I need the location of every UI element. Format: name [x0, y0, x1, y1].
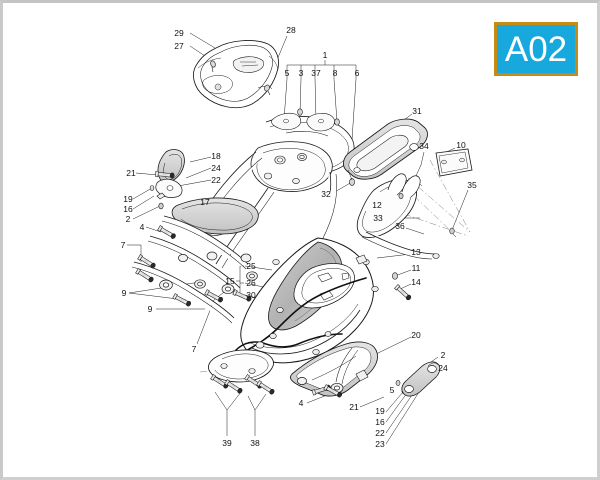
callout-15: 15 [225, 276, 235, 286]
callout-22: 22 [211, 175, 221, 185]
part-seat-cover [193, 40, 279, 109]
callout-4-lower: 4 [299, 398, 304, 408]
part-lower-mount-plate [208, 331, 344, 399]
callout-30: 30 [246, 290, 256, 300]
callout-11: 11 [412, 263, 421, 273]
callout-23: 23 [375, 439, 385, 449]
callout-16-lower: 16 [375, 417, 385, 427]
part-licence-plate-bracket [343, 118, 428, 181]
callout-21: 21 [126, 168, 136, 178]
callout-34: 34 [419, 141, 429, 151]
callout-24-lower: 24 [438, 363, 448, 373]
callout-20: 20 [411, 330, 421, 340]
callout-13: 13 [411, 247, 421, 257]
callout-9-lower: 9 [148, 304, 153, 314]
callout-31: 31 [412, 106, 422, 116]
section-code-badge: A02 [494, 22, 578, 76]
callout-10: 10 [456, 140, 466, 150]
callout-3: 3 [299, 68, 304, 78]
callout-1: 1 [323, 50, 328, 60]
part-side-body-panel [240, 237, 413, 364]
callout-27: 27 [174, 41, 184, 51]
callout-19-lower: 19 [375, 406, 385, 416]
callout-5-lower: 5 [390, 385, 395, 395]
callout-17: 17 [200, 197, 210, 207]
part-left-linkage-rods [131, 197, 259, 324]
callout-2-lower: 2 [441, 350, 446, 360]
callout-39: 39 [222, 438, 232, 448]
callout-32: 32 [321, 189, 331, 199]
part-left-hanger [149, 149, 185, 210]
callout-26: 26 [246, 278, 256, 288]
callout-28: 28 [286, 25, 296, 35]
callout-25: 25 [246, 261, 256, 271]
callout-21-lower: 21 [349, 402, 359, 412]
callout-22-lower: 22 [375, 428, 385, 438]
callout-6: 6 [355, 68, 360, 78]
callout-18: 18 [211, 151, 221, 161]
callout-35: 35 [467, 180, 477, 190]
section-code-label: A02 [504, 29, 568, 69]
callout-38: 38 [250, 438, 260, 448]
callout-numbers: 29 27 28 1 5 3 37 8 6 31 34 10 35 32 12 … [121, 25, 477, 449]
callout-8: 8 [333, 68, 338, 78]
callout-16: 16 [123, 204, 133, 214]
callout-19: 19 [123, 194, 133, 204]
callout-24: 24 [211, 163, 221, 173]
callout-14: 14 [411, 277, 421, 287]
part-rear-mudguard [356, 173, 440, 260]
callout-4-upper: 4 [140, 222, 145, 232]
callout-12: 12 [372, 200, 382, 210]
callout-5: 5 [285, 68, 290, 78]
callout-36: 36 [395, 221, 405, 231]
callout-37: 37 [311, 68, 321, 78]
callout-2: 2 [126, 214, 131, 224]
callout-33: 33 [373, 213, 383, 223]
callout-7-upper: 7 [121, 240, 126, 250]
callout-29: 29 [174, 28, 184, 38]
part-reflector-plate [414, 148, 473, 238]
callout-7-lower: 7 [192, 344, 197, 354]
callout-9-left: 9 [122, 288, 127, 298]
